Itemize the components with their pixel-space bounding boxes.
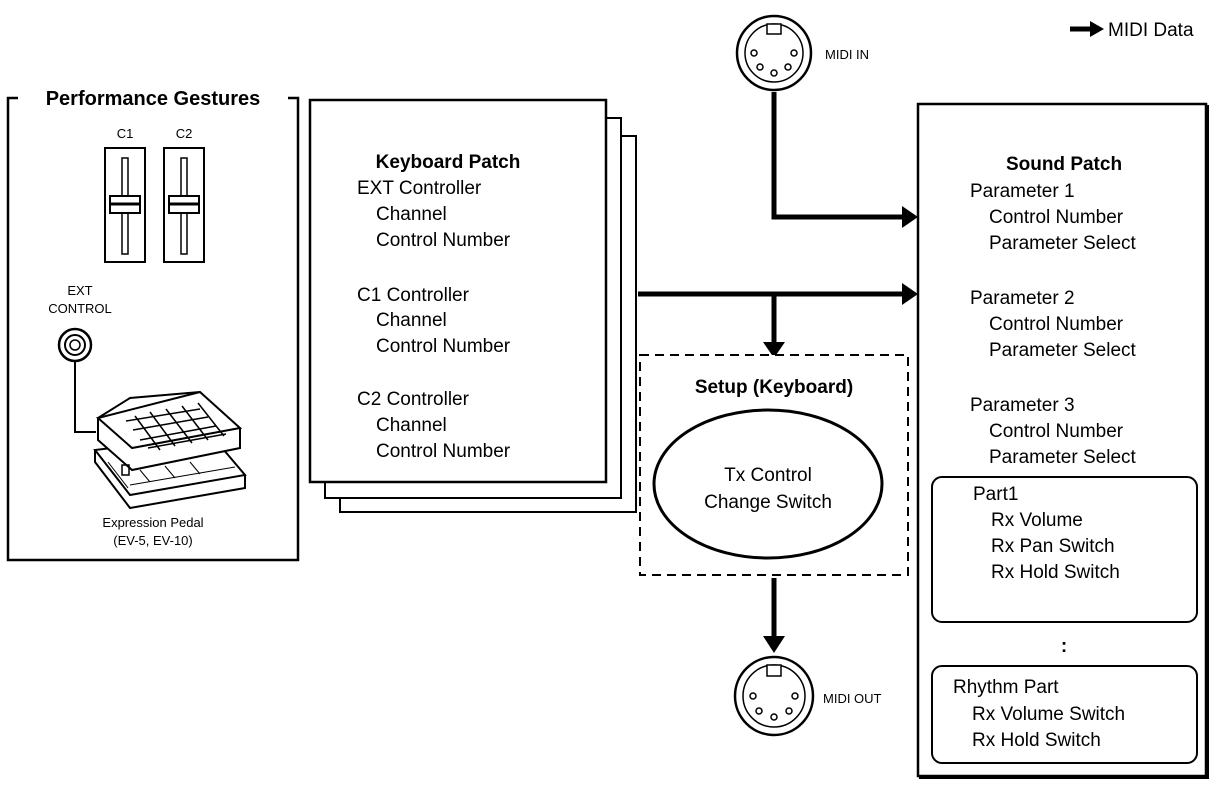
expression-pedal-icon	[95, 392, 245, 508]
setup-keyboard-panel: Setup (Keyboard) Tx Control Change Switc…	[640, 355, 908, 575]
kb-group-ext-item: Channel	[376, 204, 447, 225]
ext-control-label-line2: CONTROL	[48, 301, 112, 316]
sound-param-2-name: Parameter 2	[970, 288, 1075, 309]
kb-group-ext-name: EXT Controller	[357, 178, 482, 199]
kb-group-c2-item: Control Number	[376, 441, 511, 462]
arrowhead-midi-in	[902, 206, 918, 228]
kb-group-ext-item: Control Number	[376, 230, 511, 251]
midi-in-connector-icon	[737, 16, 811, 90]
legend-label: MIDI Data	[1108, 20, 1194, 41]
kb-group-c2-item: Channel	[376, 415, 447, 436]
kb-group-c2-name: C2 Controller	[357, 389, 470, 410]
c2-label: C2	[176, 126, 193, 141]
kb-group-c1-item: Control Number	[376, 336, 511, 357]
sound-param-1-item: Parameter Select	[989, 233, 1137, 254]
rhythm-part-name: Rhythm Part	[953, 677, 1059, 698]
performance-gestures-panel: Performance Gestures C1 C2 EXT CONTROL	[8, 86, 298, 560]
keyboard-patch-panel: Keyboard Patch EXT Controller Channel Co…	[310, 100, 636, 512]
c1-label: C1	[117, 126, 134, 141]
part1-item: Rx Volume	[991, 510, 1083, 531]
arrow-midi-in-to-sound-patch	[774, 92, 904, 217]
legend-arrowhead	[1090, 21, 1104, 37]
c1-slider-icon	[105, 148, 145, 262]
sound-param-1-name: Parameter 1	[970, 181, 1075, 202]
arrowhead-keyboard-to-sound	[902, 283, 918, 305]
midi-in-label: MIDI IN	[825, 47, 869, 62]
part1-item: Rx Pan Switch	[991, 536, 1115, 557]
sound-patch-title: Sound Patch	[1006, 154, 1122, 175]
pedal-caption-line2: (EV-5, EV-10)	[113, 533, 192, 548]
pedal-caption-line1: Expression Pedal	[102, 515, 203, 530]
sound-param-1-item: Control Number	[989, 207, 1124, 228]
sound-patch-panel: Sound Patch Parameter 1 Control Number P…	[918, 104, 1208, 778]
kb-group-c1-name: C1 Controller	[357, 285, 470, 306]
kb-group-c1-item: Channel	[376, 310, 447, 331]
sound-param-2-item: Control Number	[989, 314, 1124, 335]
sound-param-3-name: Parameter 3	[970, 395, 1075, 416]
sound-param-3-item: Control Number	[989, 421, 1124, 442]
arrowhead-to-midi-out	[763, 636, 785, 653]
performance-gestures-title: Performance Gestures	[46, 88, 261, 110]
keyboard-patch-title: Keyboard Patch	[376, 152, 521, 173]
tx-control-change-switch-line1: Tx Control	[724, 465, 812, 486]
part1-name: Part1	[973, 484, 1018, 505]
legend: MIDI Data	[1070, 20, 1194, 41]
pedal-cable	[75, 361, 96, 432]
parts-ellipsis: :	[1061, 636, 1067, 657]
midi-out-label: MIDI OUT	[823, 691, 882, 706]
tx-control-change-switch-line2: Change Switch	[704, 492, 832, 513]
part1-item: Rx Hold Switch	[991, 562, 1120, 583]
ext-control-jack-icon	[59, 329, 91, 361]
c2-slider-icon	[164, 148, 204, 262]
rhythm-part-item: Rx Volume Switch	[972, 704, 1125, 725]
rhythm-part-item: Rx Hold Switch	[972, 730, 1101, 751]
midi-out-connector-icon	[735, 657, 813, 735]
ext-control-label-line1: EXT	[67, 283, 92, 298]
setup-keyboard-title: Setup (Keyboard)	[695, 377, 853, 398]
sound-param-3-item: Parameter Select	[989, 447, 1137, 468]
sound-param-2-item: Parameter Select	[989, 340, 1137, 361]
